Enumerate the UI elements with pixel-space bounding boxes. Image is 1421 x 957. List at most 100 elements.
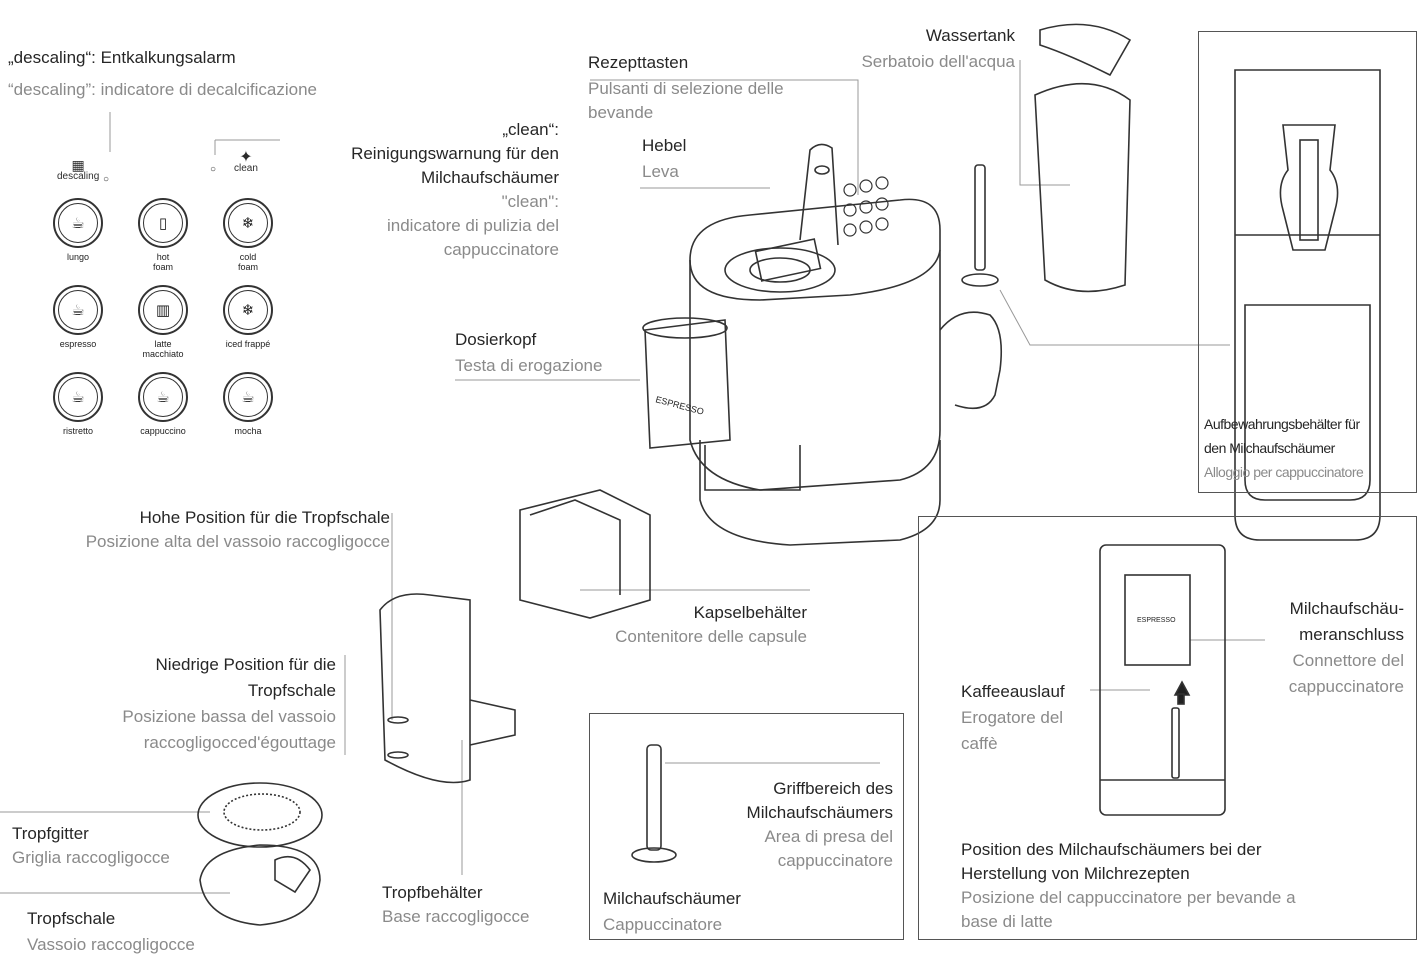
label-descaling-it: “descaling”: indicatore di decalcificazi…: [8, 80, 317, 99]
label-hohe-position-it: Posizione alta del vassoio raccogligocce: [85, 532, 390, 551]
sparkle-icon: ✦: [239, 149, 253, 166]
label-hebel-it: Leva: [642, 162, 679, 181]
label-tropfschale: Tropfschale Vassoio raccogligocce: [27, 907, 195, 957]
label-wassertank-it: Serbatoio dell'acqua: [861, 52, 1015, 71]
recipe-button-cappuccino[interactable]: ☕cappuccino: [128, 372, 198, 436]
label-milchanschluss-de-2: meranschluss: [1299, 625, 1404, 644]
recipe-button-label: mocha: [234, 426, 262, 436]
label-clean-de-2: Reinigungswarnung für den: [351, 144, 559, 163]
label-wassertank: Wassertank Serbatoio dell'acqua: [861, 24, 1015, 74]
label-dosierkopf-de: Dosierkopf: [455, 330, 537, 349]
label-descaling: „descaling“: Entkalkungsalarm “descaling…: [8, 46, 317, 102]
recipe-button-mocha[interactable]: ☕ mocha: [213, 372, 283, 436]
recipe-button-label: cappuccino: [140, 426, 186, 436]
descaling-icon: ▦: [71, 157, 85, 173]
label-milchaufschaeumer-it: Cappuccinatore: [603, 915, 723, 934]
recipe-button-iced-frappé[interactable]: ❄iced frappé: [213, 285, 283, 349]
label-kaffeeauslauf-it-1: Erogatore del: [961, 708, 1064, 727]
label-griffbereich-it-1: Area di presa del: [764, 827, 893, 846]
label-hebel: Hebel Leva: [642, 134, 686, 184]
recipe-button-hot-foam[interactable]: ▯ hot foam: [128, 198, 198, 272]
label-tropfschale-de: Tropfschale: [27, 909, 116, 928]
recipe-button-label: lungo: [66, 252, 90, 262]
label-kaffeeauslauf-it-2: caffè: [961, 734, 998, 753]
recipe-button-latte-macchiato[interactable]: ▥ latte macchiato: [128, 285, 198, 359]
label-position-milk-it-1: Posizione del cappuccinatore per bevande…: [961, 888, 1296, 907]
label-dosierkopf: Dosierkopf Testa di erogazione: [455, 328, 602, 378]
label-aufbewahrung: Aufbewahrungsbehälter für den Milchaufsc…: [1204, 414, 1364, 482]
recipe-button-label: iced frappé: [225, 339, 271, 349]
label-hohe-position: Hohe Position für die Tropfschale Posizi…: [86, 506, 390, 554]
label-griffbereich-it-2: cappuccinatore: [777, 851, 893, 870]
label-tropfgitter-it: Griglia raccogligocce: [12, 848, 170, 867]
recipe-button-cold-foam[interactable]: ❄cold foam: [213, 198, 283, 272]
clean-indicator-label: clean: [234, 163, 258, 174]
label-tropfbehaelter-de: Tropfbehälter: [382, 883, 483, 902]
label-kaffeeauslauf: Kaffeeauslauf Erogatore del caffè: [961, 679, 1065, 757]
label-clean-it-1: "clean":: [501, 192, 559, 211]
label-clean: „clean“: Reinigungswarnung für den Milch…: [351, 118, 559, 262]
label-rezepttasten-it-1: Pulsanti di selezione delle: [588, 79, 784, 98]
label-position-milk: Position des Milchaufschäumers bei der H…: [961, 838, 1296, 934]
label-clean-it-3: cappuccinatore: [443, 240, 559, 259]
hot-foam-icon: ▯: [143, 203, 183, 243]
recipe-button-label: ristretto: [62, 426, 93, 436]
label-niedrige-position: Niedrige Position für die Tropfschale Po…: [122, 652, 336, 756]
recipe-button-label: espresso: [59, 339, 97, 349]
label-tropfbehaelter: Tropfbehälter Base raccogligocce: [382, 881, 529, 929]
frother-detail-frame: [589, 713, 904, 940]
recipe-button-label: cold foam: [237, 252, 258, 272]
clean-led: ○: [210, 164, 217, 175]
label-kaffeeauslauf-de: Kaffeeauslauf: [961, 682, 1065, 701]
label-position-milk-de-1: Position des Milchaufschäumers bei der: [961, 840, 1262, 859]
label-griffbereich-de-2: Milchaufschäumers: [746, 803, 893, 822]
recipe-button-label: latte macchiato: [142, 339, 184, 359]
label-aufbewahrung-it: Alloggio per cappuccinatore: [1204, 464, 1364, 480]
label-milchaufschaeumer-de: Milchaufschäumer: [603, 889, 741, 908]
label-griffbereich: Griffbereich des Milchaufschäumers Area …: [747, 777, 893, 873]
label-hohe-position-de: Hohe Position für die Tropfschale: [139, 508, 390, 527]
label-niedrige-position-de-1: Niedrige Position für die: [155, 655, 336, 674]
label-kapselbehaelter: Kapselbehälter Contenitore delle capsule: [615, 601, 807, 649]
label-milchanschluss-de-1: Milchaufschäu-: [1289, 599, 1404, 618]
recipe-button-lungo[interactable]: ☕ lungo: [43, 198, 113, 262]
label-dosierkopf-it: Testa di erogazione: [455, 356, 603, 375]
label-rezepttasten-it-2: bevande: [588, 103, 654, 122]
label-niedrige-position-it-1: Posizione bassa del vassoio: [122, 707, 336, 726]
label-aufbewahrung-de-1: Aufbewahrungsbehälter für: [1204, 416, 1360, 432]
label-rezepttasten-de: Rezepttasten: [588, 53, 689, 72]
label-rezepttasten: Rezepttasten Pulsanti di selezione delle…: [588, 51, 784, 125]
label-milchaufschaeumer: Milchaufschäumer Cappuccinatore: [603, 887, 741, 937]
label-position-milk-de-2: Herstellung von Milchrezepten: [961, 864, 1190, 883]
descaling-indicator-label: descaling: [57, 171, 100, 182]
recipe-button-label: hot foam: [152, 252, 173, 272]
label-tropfgitter-de: Tropfgitter: [12, 824, 89, 843]
mocha-icon: ☕: [228, 377, 268, 417]
latte-macchiato-icon: ▥: [143, 290, 183, 330]
label-niedrige-position-it-2: raccogligocced'égouttage: [143, 733, 336, 752]
brand-mark-dosing: ESPRESSO: [654, 394, 704, 416]
clean-indicator: ✦ clean: [234, 149, 258, 175]
label-tropfbehaelter-it: Base raccogligocce: [382, 907, 530, 926]
cup-lungo-icon: ☕: [58, 203, 98, 243]
label-kapselbehaelter-it: Contenitore delle capsule: [615, 627, 807, 646]
label-clean-it-2: indicatore di pulizia del: [387, 216, 559, 235]
milk-position-frame: [918, 516, 1417, 940]
label-clean-de-1: „clean“:: [502, 120, 559, 139]
recipe-button-espresso[interactable]: ☕espresso: [43, 285, 113, 349]
label-griffbereich-de-1: Griffbereich des: [773, 779, 893, 798]
label-milchanschluss-it-2: cappuccinatore: [1288, 677, 1404, 696]
storage-detail-frame: [1198, 31, 1417, 493]
descaling-led: ○: [103, 174, 110, 185]
label-aufbewahrung-de-2: den Milchaufschäumer: [1204, 440, 1335, 456]
descaling-indicator: ▦ descaling: [57, 157, 100, 182]
label-niedrige-position-de-2: Tropfschale: [247, 681, 336, 700]
label-milchanschluss-it-1: Connettore del: [1292, 651, 1404, 670]
label-position-milk-it-2: base di latte: [961, 912, 1053, 931]
label-kapselbehaelter-de: Kapselbehälter: [693, 603, 807, 622]
cup-ristretto-icon: ☕: [58, 377, 98, 417]
label-clean-de-3: Milchaufschäumer: [421, 168, 559, 187]
label-descaling-de: „descaling“: Entkalkungsalarm: [8, 48, 236, 67]
recipe-button-ristretto[interactable]: ☕ ristretto: [43, 372, 113, 436]
